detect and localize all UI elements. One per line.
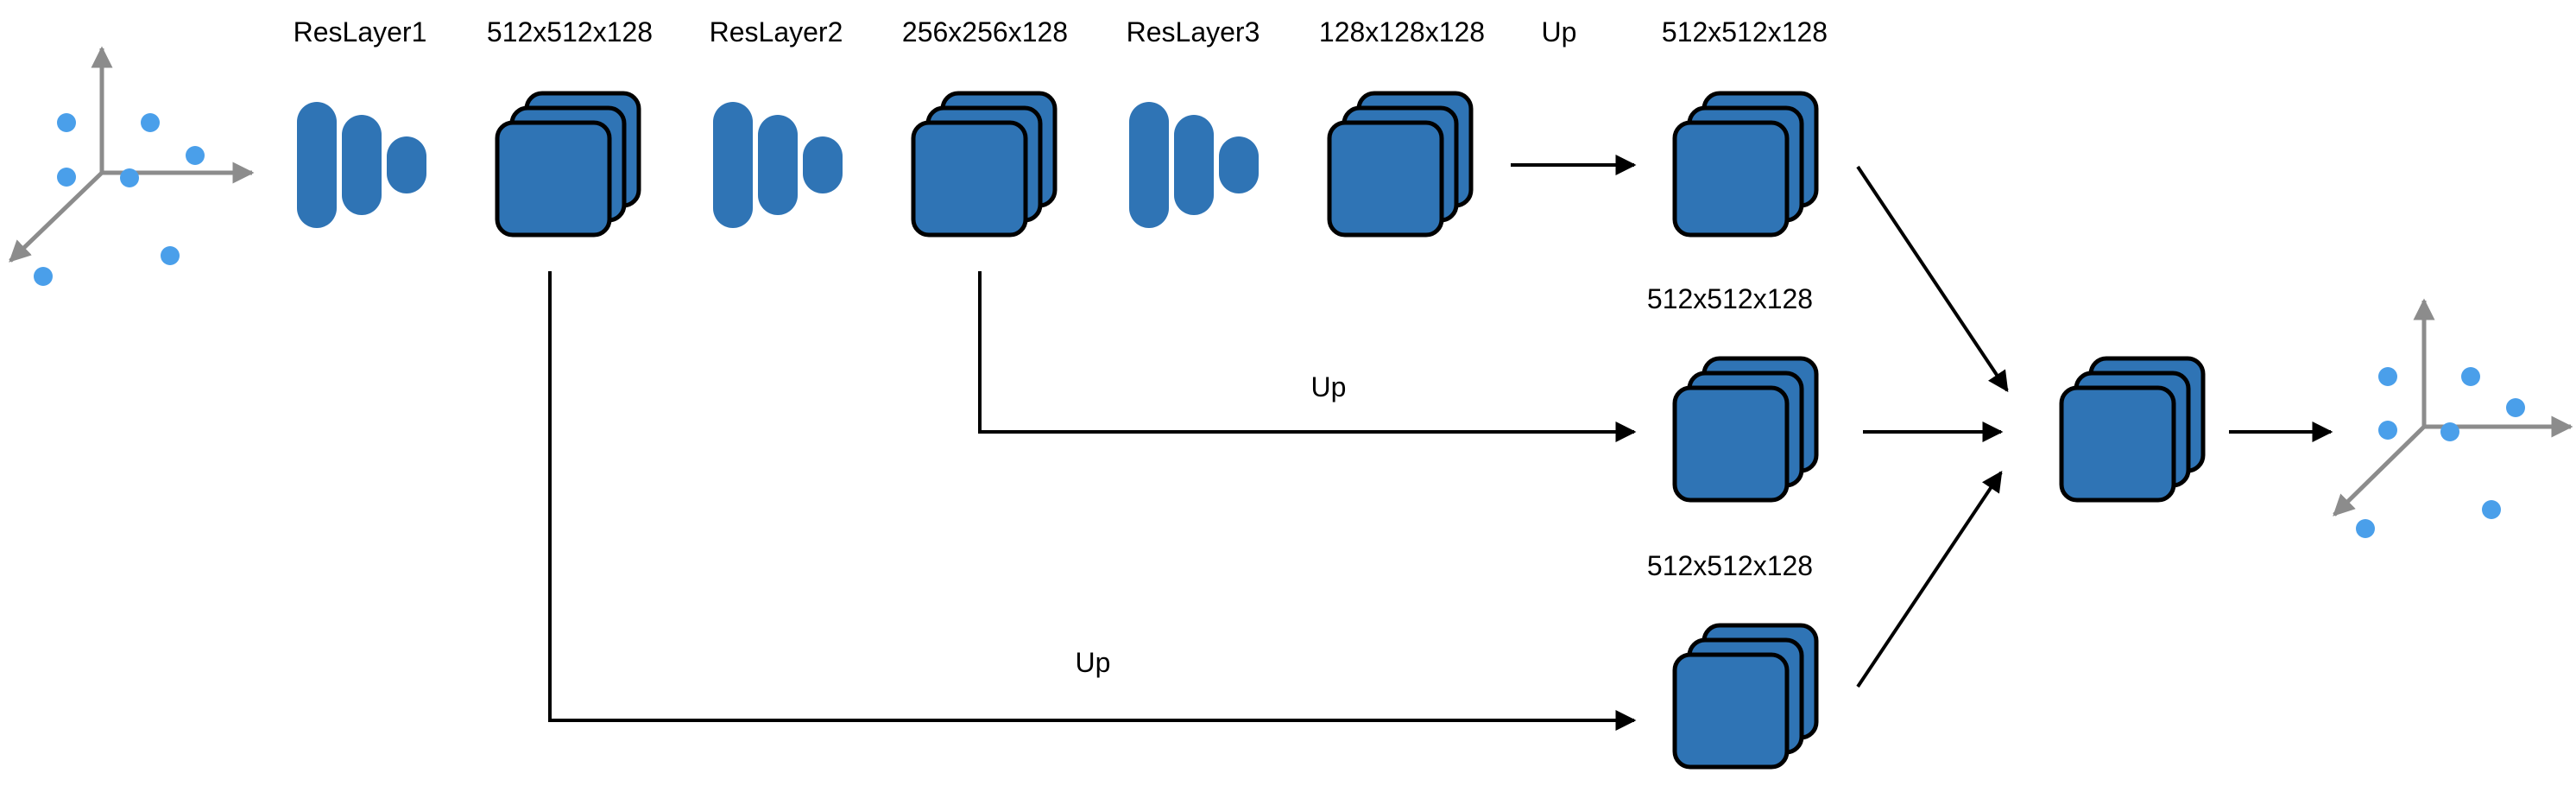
label-upsampled-middle: 512x512x128: [1647, 283, 1813, 314]
input-point: [186, 146, 205, 165]
label-feature-map-1: 512x512x128: [487, 16, 653, 48]
input-point: [120, 168, 139, 187]
label-feature-map-2: 256x256x128: [902, 16, 1068, 48]
input-point: [57, 168, 76, 187]
label-res-layer-1: ResLayer1: [294, 16, 427, 48]
arrow-merge-top: [1856, 165, 2009, 392]
arrow-merge-bottom: [1856, 471, 2003, 688]
upsampled-map-top: [1672, 91, 1819, 238]
label-upsampled-bottom: 512x512x128: [1647, 550, 1813, 581]
output-axis-diag: [2333, 425, 2426, 517]
output-point: [2440, 422, 2459, 441]
output-point: [2356, 519, 2375, 538]
label-res-layer-3: ResLayer3: [1127, 16, 1260, 48]
output-point: [2378, 421, 2397, 440]
upsampled-map-bottom: [1672, 623, 1819, 770]
label-up-top: Up: [1542, 16, 1577, 48]
res-layer-2-block: [713, 102, 843, 228]
label-feature-map-3: 128x128x128: [1319, 16, 1485, 48]
input-point: [141, 113, 160, 132]
input-point-cloud: [9, 46, 255, 286]
arrow-skip-middle: [978, 271, 1637, 442]
res-layer-1-block: [297, 102, 426, 228]
label-upsampled-top: 512x512x128: [1662, 16, 1828, 48]
output-point: [2482, 500, 2501, 519]
res-layer-3-block: [1129, 102, 1259, 228]
output-point: [2461, 367, 2480, 386]
output-point-cloud: [2333, 298, 2573, 538]
input-point: [161, 246, 180, 265]
input-axis-diag: [9, 171, 104, 263]
feature-map-2: [911, 91, 1058, 238]
output-point: [2378, 367, 2397, 386]
feature-map-3: [1327, 91, 1474, 238]
label-res-layer-2: ResLayer2: [710, 16, 843, 48]
upsampled-map-middle: [1672, 356, 1819, 503]
output-point: [2506, 398, 2525, 417]
label-up-bottom: Up: [1076, 647, 1111, 678]
input-point: [57, 113, 76, 132]
feature-map-1: [495, 91, 641, 238]
fused-feature-map: [2059, 356, 2206, 503]
input-point: [34, 267, 53, 286]
arrow-skip-bottom: [548, 271, 1637, 731]
label-up-middle: Up: [1311, 371, 1347, 403]
